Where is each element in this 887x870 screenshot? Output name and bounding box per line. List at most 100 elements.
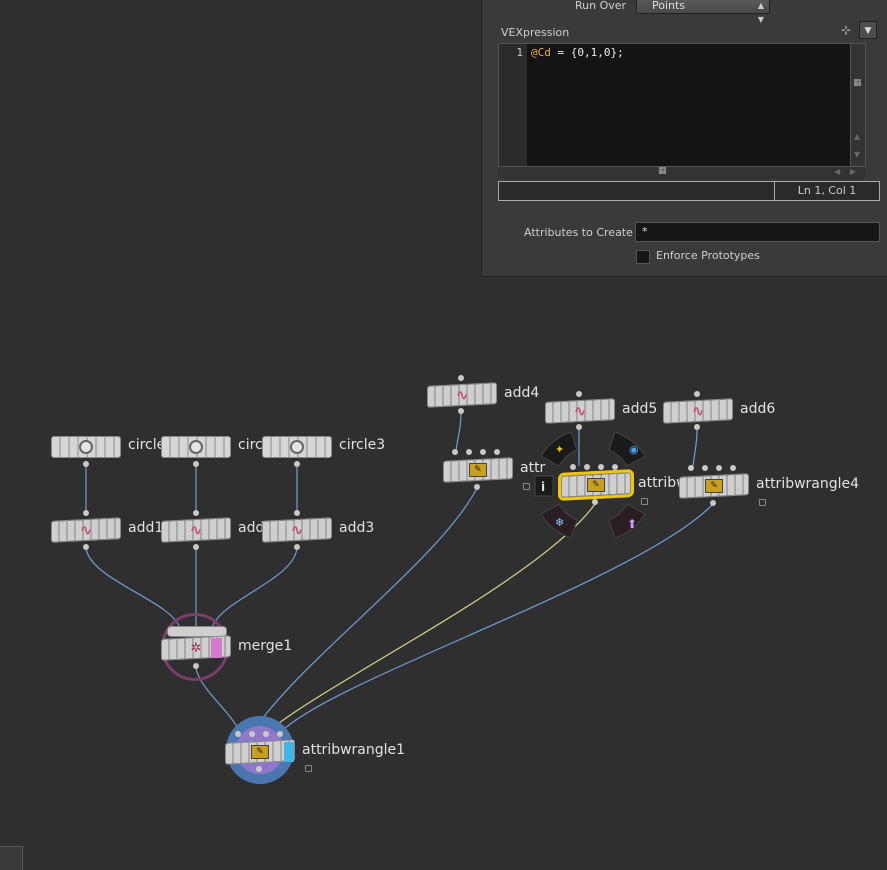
input-connector[interactable] xyxy=(716,465,722,471)
wire-attribwrangle2-attribwrangle1[interactable] xyxy=(251,487,478,734)
horizontal-scrollbar[interactable]: ▦ ◀ ▶ xyxy=(498,166,866,179)
node-add1[interactable]: ∿ add1 xyxy=(51,510,163,550)
menu-dropdown-icon[interactable]: ▼ xyxy=(859,21,877,39)
input-connector[interactable] xyxy=(458,375,464,381)
output-connector[interactable] xyxy=(193,461,199,467)
wave-icon: ∿ xyxy=(189,521,203,539)
output-connector[interactable] xyxy=(592,499,598,505)
input-connector[interactable] xyxy=(466,449,472,455)
lock-icon[interactable] xyxy=(305,765,312,772)
node-label[interactable]: circle3 xyxy=(339,437,386,453)
node-add6[interactable]: ∿ add6 xyxy=(663,391,775,430)
node-add4[interactable]: ∿ add4 xyxy=(427,375,539,414)
lock-icon[interactable] xyxy=(759,499,766,506)
output-connector[interactable] xyxy=(256,766,262,772)
flag-template[interactable] xyxy=(608,503,646,539)
display-flag[interactable] xyxy=(284,742,294,762)
input-connector[interactable] xyxy=(598,464,604,470)
input-connector[interactable] xyxy=(193,510,199,516)
snippet-presets-icon[interactable]: ⊹ xyxy=(840,23,852,37)
flag-bypass[interactable] xyxy=(540,431,578,467)
node-label[interactable]: merge1 xyxy=(238,638,293,654)
input-connector[interactable] xyxy=(452,449,458,455)
node-attribwrangle3[interactable]: ✎ attribw xyxy=(558,464,688,505)
scroll-left-icon[interactable]: ◀ xyxy=(834,167,841,176)
input-connector[interactable] xyxy=(612,464,618,470)
node-label[interactable]: add5 xyxy=(622,401,658,417)
input-connector[interactable] xyxy=(294,510,300,516)
flag-display[interactable] xyxy=(608,431,646,467)
template-flag[interactable] xyxy=(211,638,222,658)
flag-freeze[interactable] xyxy=(540,503,578,539)
input-connector[interactable] xyxy=(263,731,269,737)
output-connector[interactable] xyxy=(694,424,700,430)
scroll-down-icon[interactable]: ▼ xyxy=(854,150,861,159)
node-ring-menu[interactable]: ✦ ◉ i ❄ ⬆ xyxy=(531,426,655,544)
node-label[interactable]: add3 xyxy=(339,520,375,536)
node-label[interactable]: add xyxy=(238,520,265,536)
node-attribwrangle4[interactable]: ✎ attribwrangle4 xyxy=(679,465,859,506)
vexpression-label: VEXpression xyxy=(501,26,570,39)
code-line[interactable]: @Cd = {0,1,0}; xyxy=(531,46,624,59)
node-label[interactable]: attribw xyxy=(638,475,688,491)
node-label[interactable]: add4 xyxy=(504,385,540,401)
scroll-right-icon[interactable]: ▶ xyxy=(850,167,857,176)
output-connector[interactable] xyxy=(193,544,199,550)
input-connector[interactable] xyxy=(570,464,576,470)
output-connector[interactable] xyxy=(83,461,89,467)
output-connector[interactable] xyxy=(294,461,300,467)
attributes-to-create-field[interactable]: * xyxy=(635,222,880,242)
node-label[interactable]: add6 xyxy=(740,401,776,417)
grip-icon[interactable]: ▦ xyxy=(658,166,667,176)
node-attribwrangle1[interactable]: ✎ attribwrangle1 xyxy=(225,731,405,772)
input-connector[interactable] xyxy=(277,731,283,737)
input-connector[interactable] xyxy=(235,731,241,737)
node-circle1[interactable]: circle1 xyxy=(51,436,174,467)
lock-icon[interactable] xyxy=(523,483,530,490)
scroll-up-icon[interactable]: ▲ xyxy=(854,132,861,141)
input-connector[interactable] xyxy=(480,449,486,455)
enforce-prototypes-checkbox[interactable] xyxy=(636,250,650,264)
node-add5[interactable]: ∿ add5 xyxy=(545,391,657,430)
node-circle2[interactable]: circ xyxy=(161,436,263,467)
input-connector[interactable] xyxy=(730,465,736,471)
node-merge1[interactable]: ✲ merge1 xyxy=(161,626,292,669)
node-attribwrangle2[interactable]: ✎ attr xyxy=(443,449,545,490)
vertical-scrollbar[interactable]: ▦ ▲ ▼ xyxy=(850,44,865,166)
input-connector[interactable] xyxy=(688,465,694,471)
input-connector[interactable] xyxy=(584,464,590,470)
enforce-prototypes-label[interactable]: Enforce Prototypes xyxy=(656,249,760,262)
wire-add4-attribwrangle2[interactable] xyxy=(455,412,462,452)
output-connector[interactable] xyxy=(294,544,300,550)
input-connector[interactable] xyxy=(694,391,700,397)
node-add3[interactable]: ∿ add3 xyxy=(262,510,374,550)
wire-add6-attribwrangle4[interactable] xyxy=(692,429,698,468)
input-connector[interactable] xyxy=(249,731,255,737)
input-connector[interactable] xyxy=(702,465,708,471)
output-connector[interactable] xyxy=(83,544,89,550)
output-connector[interactable] xyxy=(474,484,480,490)
run-over-dropdown[interactable]: Points ▲▼ xyxy=(636,0,770,24)
output-connector[interactable] xyxy=(193,663,199,669)
output-connector[interactable] xyxy=(710,500,716,506)
output-connector[interactable] xyxy=(576,424,582,430)
wire-add1-merge1[interactable] xyxy=(85,547,181,629)
node-label[interactable]: attribwrangle1 xyxy=(302,742,406,758)
input-connector[interactable] xyxy=(576,391,582,397)
grip-icon[interactable]: ▦ xyxy=(853,78,862,88)
node-label[interactable]: attribwrangle4 xyxy=(756,476,860,492)
viewport-corner-widget[interactable] xyxy=(0,846,23,870)
vex-code-editor[interactable]: 1 @Cd = {0,1,0}; ▦ ▲ ▼ xyxy=(498,43,866,167)
output-connector[interactable] xyxy=(458,408,464,414)
input-connector[interactable] xyxy=(494,449,500,455)
wire-add3-merge1[interactable] xyxy=(211,547,298,629)
flag-info[interactable] xyxy=(534,475,554,497)
node-label[interactable]: attr xyxy=(520,460,546,476)
wire-attribwrangle4-attribwrangle1[interactable] xyxy=(279,503,714,734)
lock-icon[interactable] xyxy=(641,498,648,505)
input-connector[interactable] xyxy=(83,510,89,516)
node-label[interactable]: circ xyxy=(238,437,263,453)
node-label[interactable]: add1 xyxy=(128,520,164,536)
node-circle3[interactable]: circle3 xyxy=(262,436,385,467)
node-add2[interactable]: ∿ add xyxy=(161,510,264,550)
